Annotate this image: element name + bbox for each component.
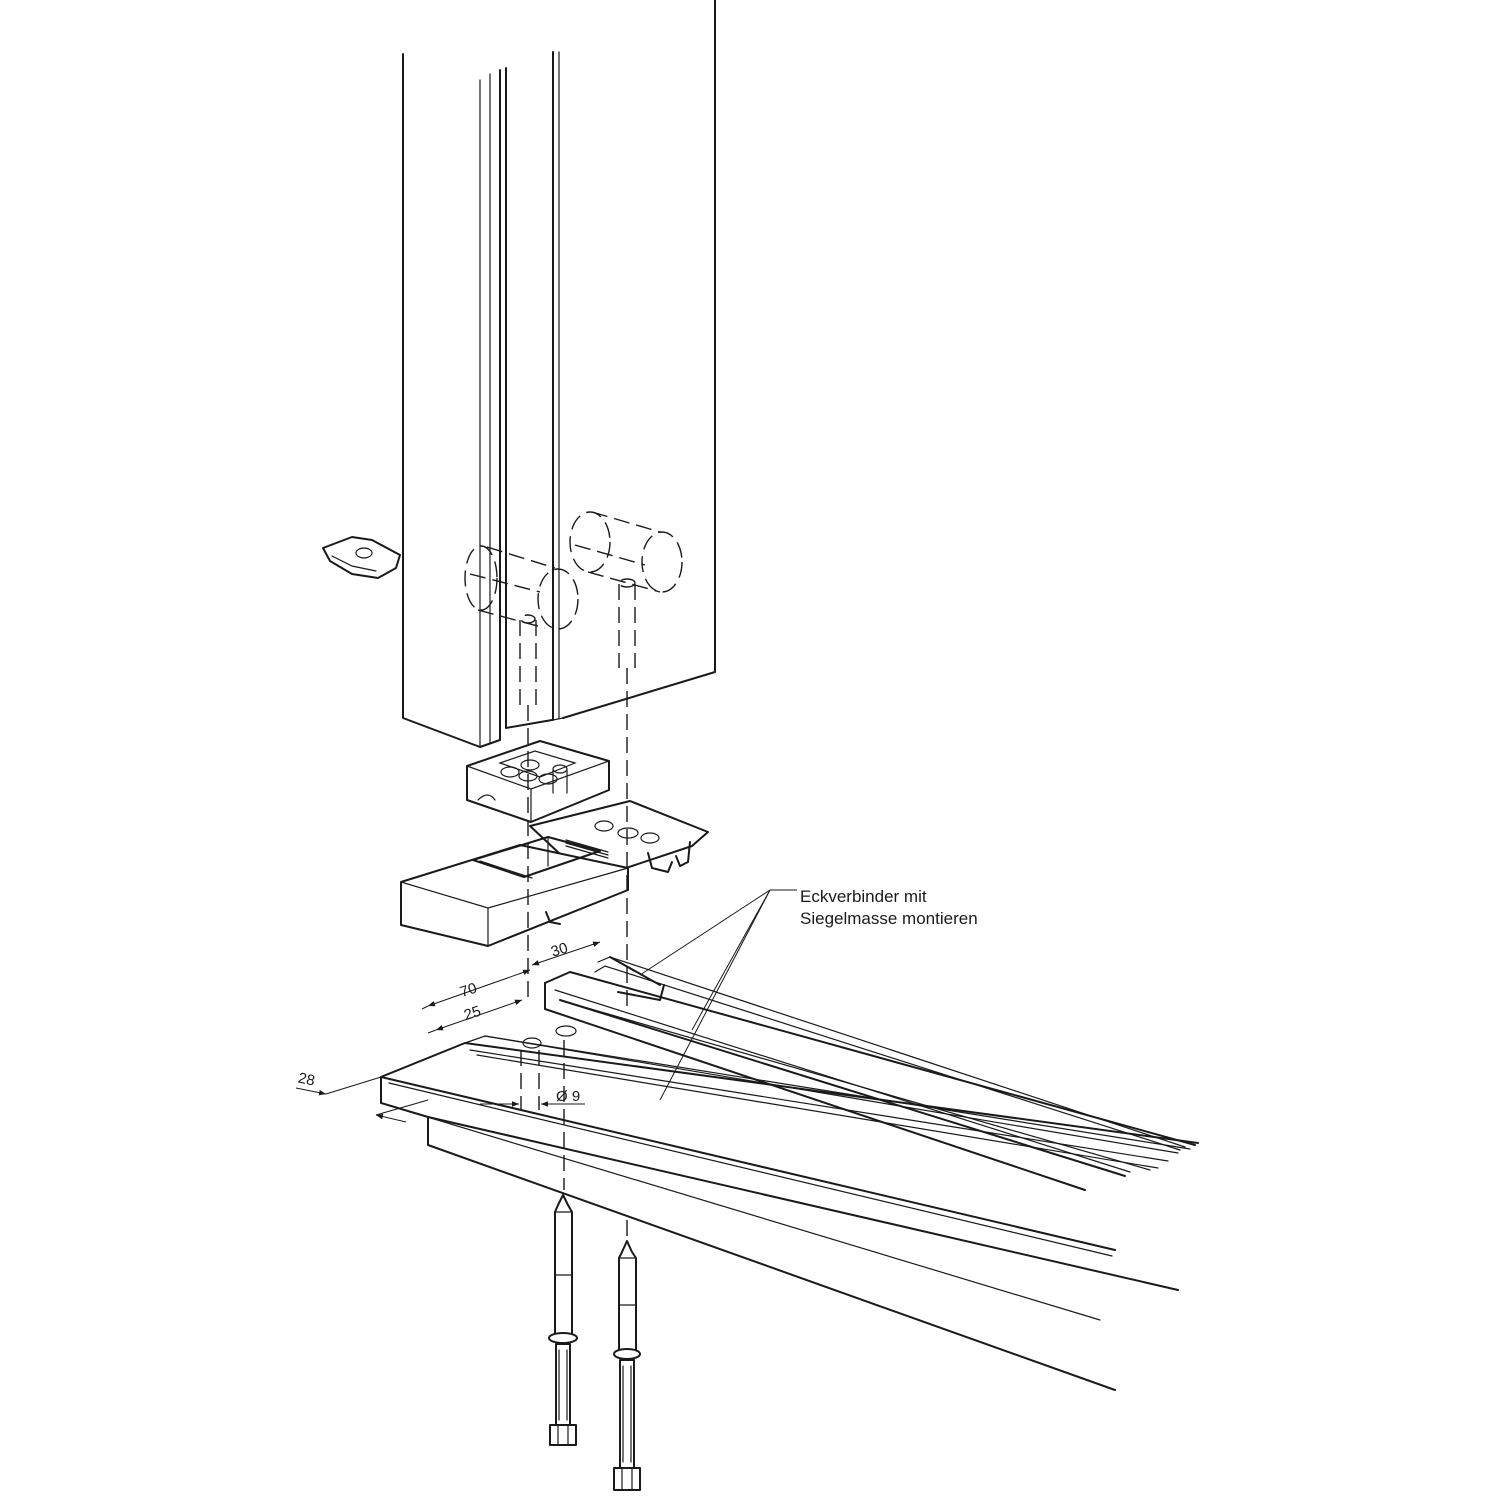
callout-leaders: [639, 889, 797, 1101]
dimension-25-label: 25: [462, 1003, 483, 1024]
vertical-frame-profile: [402, 0, 716, 748]
dimension-70-label: 70: [458, 980, 479, 1001]
corner-connector-block: [466, 740, 610, 823]
drainage-clip: [322, 536, 401, 579]
dimension-30: [531, 941, 601, 966]
dimension-28: [295, 1076, 429, 1123]
screw-left: [548, 1194, 578, 1446]
dimension-dia9-label: Ø 9: [556, 1088, 580, 1105]
dimension-30-label: 30: [549, 939, 570, 960]
horizontal-frame-profile: [380, 956, 1199, 1391]
callout-line-2: Siegelmasse montieren: [800, 909, 978, 928]
hidden-dowel-left: [464, 545, 579, 705]
corner-bracket-plate: [529, 800, 709, 873]
corner-bracket-body: [400, 836, 629, 947]
screw-right: [613, 1240, 641, 1491]
callout-line-1: Eckverbinder mit: [800, 887, 927, 906]
dimension-28-label: 28: [297, 1070, 317, 1090]
hidden-dowel-right: [569, 511, 683, 668]
dimension-25: [427, 999, 523, 1034]
